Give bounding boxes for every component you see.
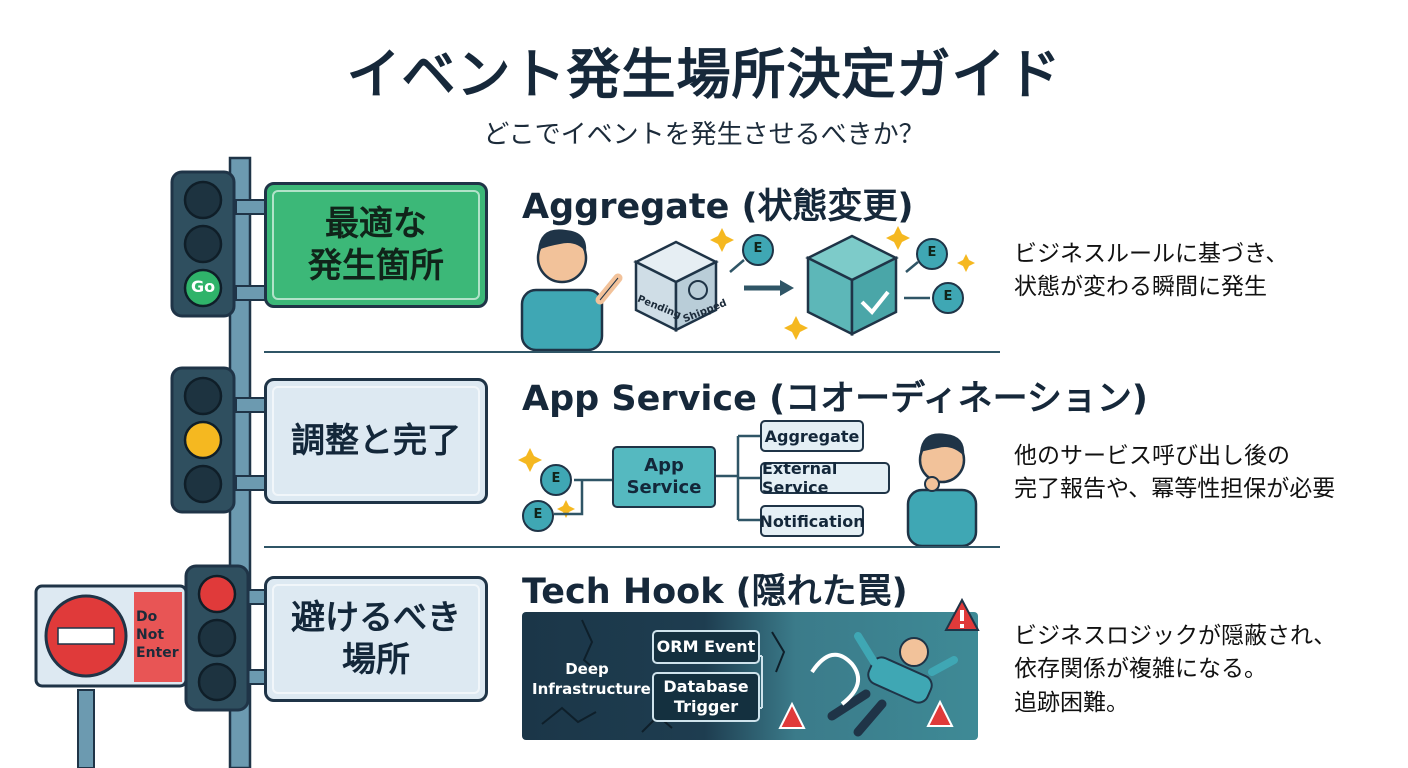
divider-2 xyxy=(264,546,1000,548)
sign-coordination: 調整と完了 xyxy=(264,378,488,504)
target-notification: Notification xyxy=(759,505,865,537)
crack-decoration xyxy=(541,619,958,737)
sign-optimal-location: 最適な 発生箇所 xyxy=(264,182,488,308)
row-description-app-service: 他のサービス呼び出し後の 完了報告や、冪等性担保が必要 xyxy=(1014,443,1336,503)
divider-1 xyxy=(264,351,1000,353)
deep-infrastructure-label: Deep Infrastructure xyxy=(532,660,651,698)
event-badge: E xyxy=(551,471,561,486)
page-subtitle: どこでイベントを発生させるべきか？ xyxy=(483,120,925,150)
row-title-tech-hook: Tech Hook (隠れた罠) xyxy=(522,572,908,612)
sign-avoid: 避けるべき 場所 xyxy=(264,576,488,702)
do-not-enter-text: Do Not Enter xyxy=(136,609,179,662)
aggregate-illustration xyxy=(520,226,975,352)
page-title: イベント発生場所決定ガイド xyxy=(346,43,1062,106)
traffic-light-red xyxy=(184,564,250,712)
row-title-aggregate: Aggregate (状態変更) xyxy=(522,187,914,227)
hook-orm-event: ORM Event xyxy=(652,630,760,664)
row-description-aggregate: ビジネスルールに基づき、 状態が変わる瞬間に発生 xyxy=(1014,241,1289,301)
target-aggregate: Aggregate xyxy=(760,420,864,452)
hook-database-trigger: Database Trigger xyxy=(652,672,760,722)
event-badge: E xyxy=(753,241,763,256)
event-badge: E xyxy=(533,507,543,522)
event-badge: E xyxy=(927,245,937,260)
event-badge: E xyxy=(943,289,953,304)
traffic-light-amber xyxy=(170,366,236,514)
go-label: Go xyxy=(190,277,216,296)
row-title-app-service: App Service (コオーディネーション) xyxy=(522,379,1148,419)
row-description-tech-hook: ビジネスロジックが隠蔽され、 依存関係が複雑になる。 追跡困難。 xyxy=(1014,623,1337,716)
target-external-service: External Service xyxy=(760,459,890,497)
app-service-box: App Service xyxy=(612,446,716,508)
app-service-illustration xyxy=(518,433,978,548)
do-not-enter-sign xyxy=(34,584,188,768)
traffic-light-green xyxy=(170,170,236,318)
